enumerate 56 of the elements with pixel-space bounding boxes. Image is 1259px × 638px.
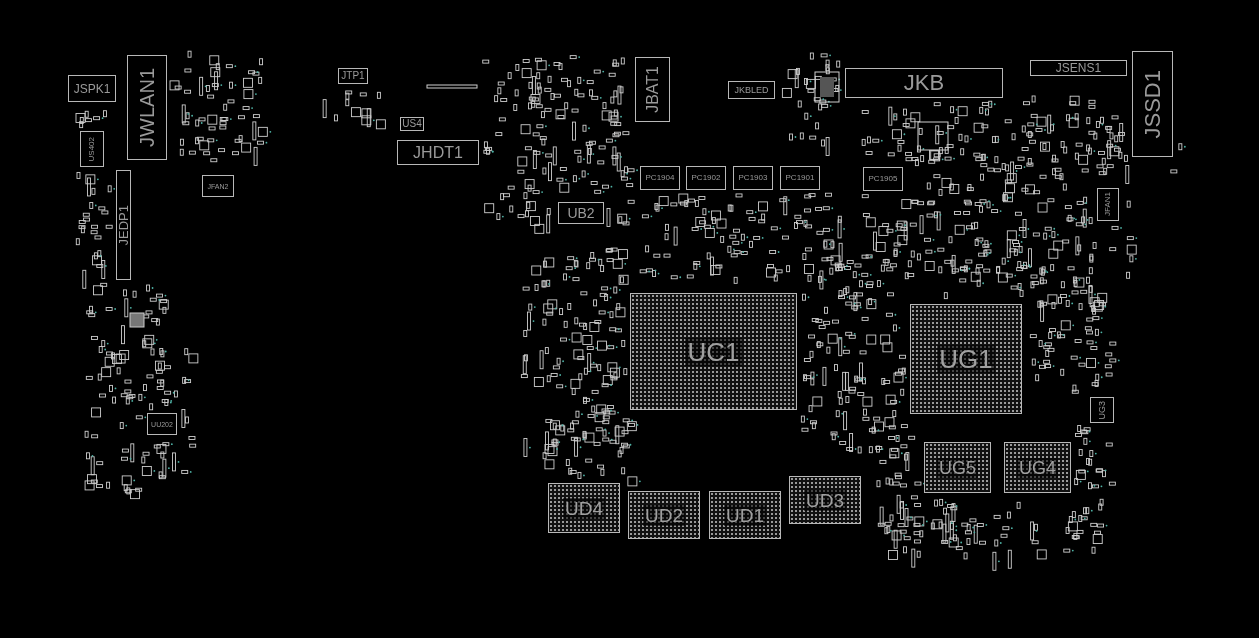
reference-designator: JFAN1 (1104, 192, 1112, 217)
reference-designator: US4 (402, 119, 422, 129)
component-outline (686, 166, 726, 190)
component-outline (635, 57, 670, 122)
reference-designator: UD1 (724, 504, 766, 526)
component-outline (845, 68, 1003, 98)
ic-chip-outline (630, 293, 797, 410)
reference-designator: UG4 (1017, 457, 1058, 478)
reference-designator: JTP1 (341, 71, 365, 81)
reference-designator: JEDP1 (117, 204, 130, 246)
reference-designator: PC1905 (868, 175, 898, 183)
ic-chip-outline (1004, 442, 1071, 493)
reference-designator: JWLAN1 (137, 68, 157, 147)
component-outline (202, 175, 234, 197)
reference-designator: UD2 (643, 504, 685, 526)
reference-designator: JKB (903, 72, 945, 94)
component-outline (68, 75, 116, 102)
component-outline (1132, 51, 1173, 157)
component-outline (1030, 60, 1127, 76)
component-outline (640, 166, 680, 190)
component-outline (80, 131, 104, 167)
ic-chip-outline (910, 304, 1022, 414)
component-outline (1090, 397, 1114, 423)
reference-designator: US402 (88, 136, 96, 162)
component-outline (147, 413, 177, 435)
reference-designator: JSSD1 (1141, 69, 1164, 139)
component-outline (780, 166, 820, 190)
reference-designator: PC1901 (785, 174, 815, 182)
reference-designator: JBAT1 (644, 66, 661, 113)
reference-designator: UB2 (567, 206, 595, 220)
component-outline (116, 170, 131, 280)
ic-chip-outline (709, 491, 781, 539)
reference-designator: PC1902 (691, 174, 721, 182)
ic-chip-outline (789, 476, 861, 524)
reference-designator: JKBLED (734, 85, 769, 95)
component-outline (127, 55, 167, 160)
reference-designator: PC1903 (738, 174, 768, 182)
component-outline (1097, 188, 1119, 221)
reference-designator: JHDT1 (413, 144, 463, 161)
reference-designator: UG1 (937, 345, 995, 373)
reference-designator: UC1 (685, 337, 742, 366)
reference-designator: UD3 (804, 489, 846, 511)
component-outline (733, 166, 773, 190)
reference-designator: JSENS1 (1055, 62, 1102, 74)
reference-designator: UD4 (563, 497, 605, 519)
component-outline (397, 140, 479, 165)
component-outline (863, 167, 903, 191)
reference-designator: UG5 (937, 457, 978, 478)
ic-chip-outline (628, 491, 700, 539)
component-outline (558, 202, 604, 224)
ic-chip-outline (548, 483, 620, 533)
ic-chip-outline (924, 442, 991, 493)
reference-designator: UG3 (1097, 400, 1107, 420)
reference-designator: JSPK1 (73, 82, 111, 95)
component-outline (728, 81, 775, 99)
reference-designator: PC1904 (645, 174, 675, 182)
